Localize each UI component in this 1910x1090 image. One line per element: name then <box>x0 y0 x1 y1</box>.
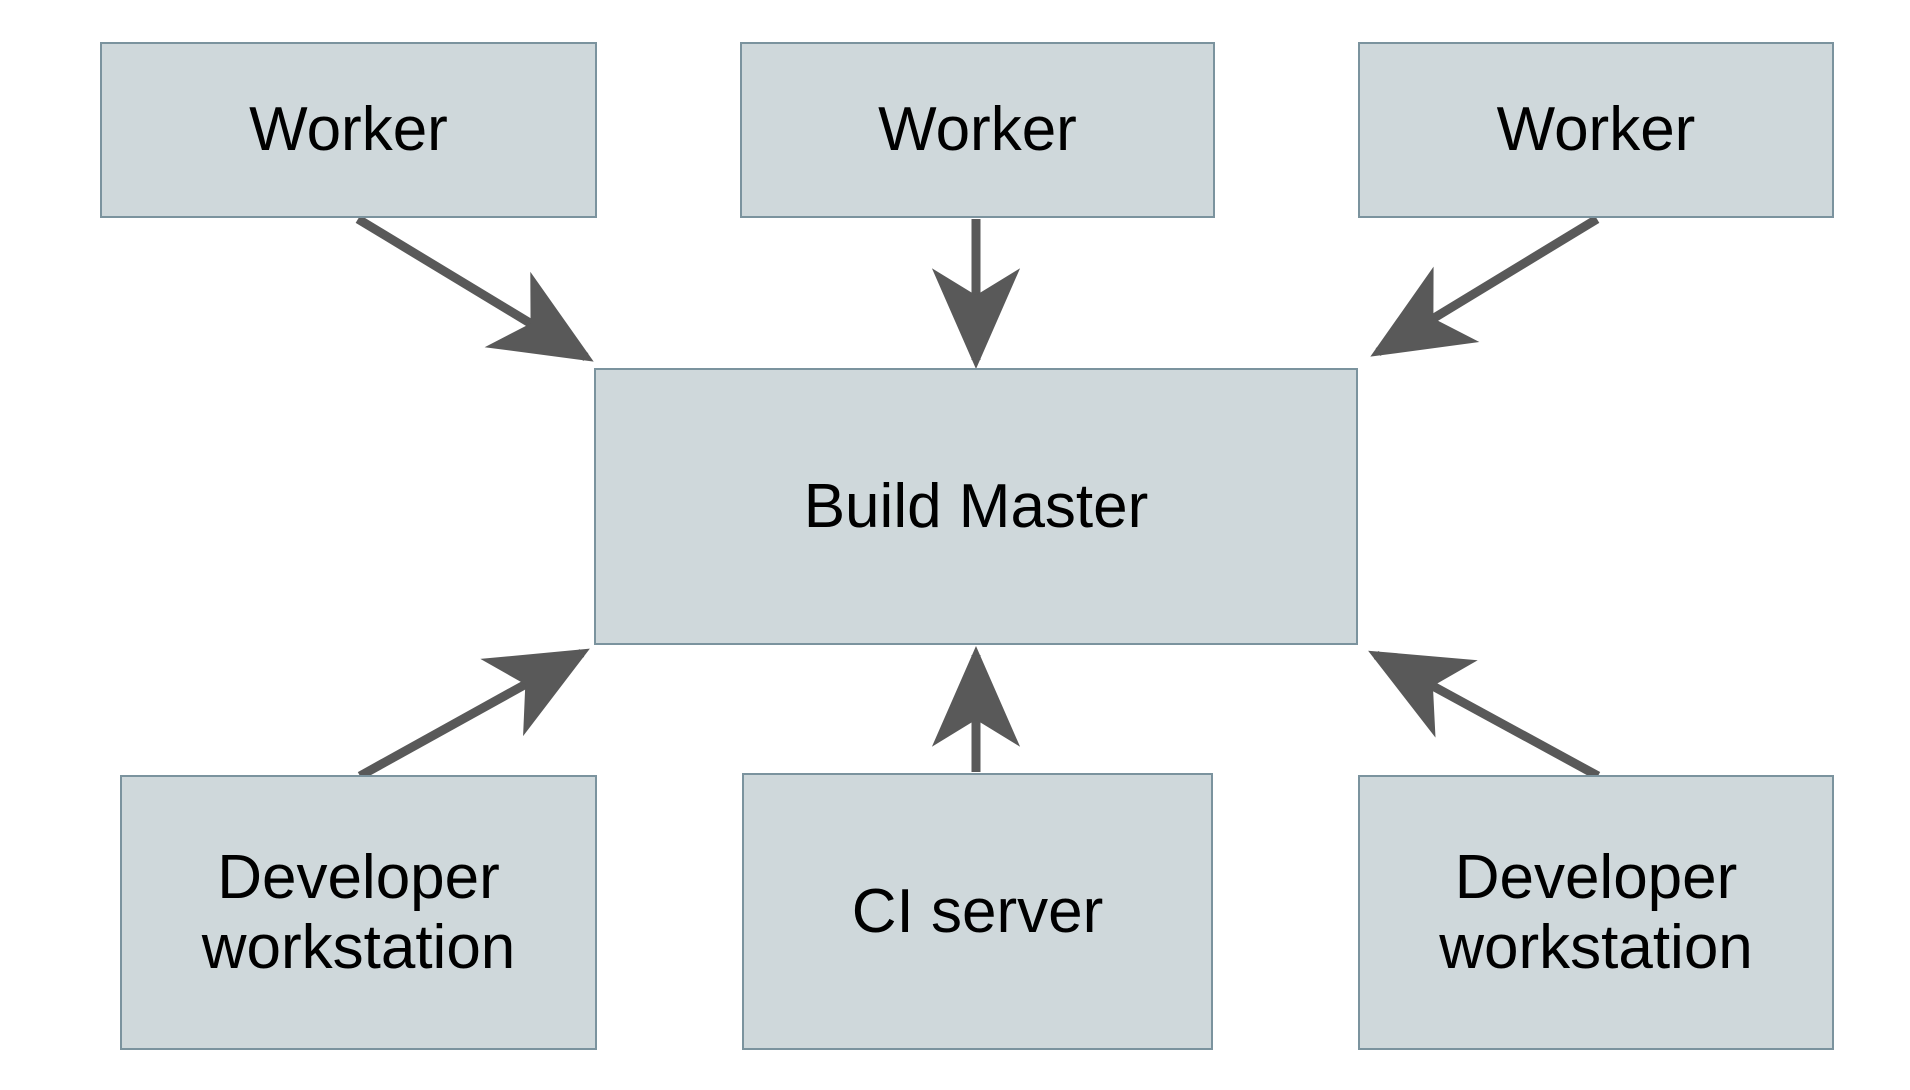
node-worker-3[interactable]: Worker <box>1358 42 1834 218</box>
node-ci-server[interactable]: CI server <box>742 773 1213 1050</box>
edge-dev-workstation-right-to-build-master <box>1368 650 1601 780</box>
node-build-master[interactable]: Build Master <box>594 368 1358 645</box>
edge-worker-1-to-build-master <box>355 215 594 362</box>
node-dev-workstation-right[interactable]: Developer workstation <box>1358 775 1834 1050</box>
node-worker-2[interactable]: Worker <box>740 42 1215 218</box>
node-worker-3-label: Worker <box>1496 95 1696 165</box>
node-dev-workstation-right-label: Developer workstation <box>1439 843 1753 982</box>
node-dev-workstation-left[interactable]: Developer workstation <box>120 775 597 1050</box>
node-dev-workstation-left-label: Developer workstation <box>201 843 516 982</box>
node-worker-1-label: Worker <box>249 95 448 165</box>
node-ci-server-label: CI server <box>851 876 1104 946</box>
edge-dev-workstation-left-to-build-master <box>357 648 590 780</box>
node-worker-1[interactable]: Worker <box>100 42 597 218</box>
edge-worker-3-to-build-master <box>1370 215 1600 357</box>
node-build-master-label: Build Master <box>803 471 1149 541</box>
node-worker-2-label: Worker <box>878 95 1077 165</box>
